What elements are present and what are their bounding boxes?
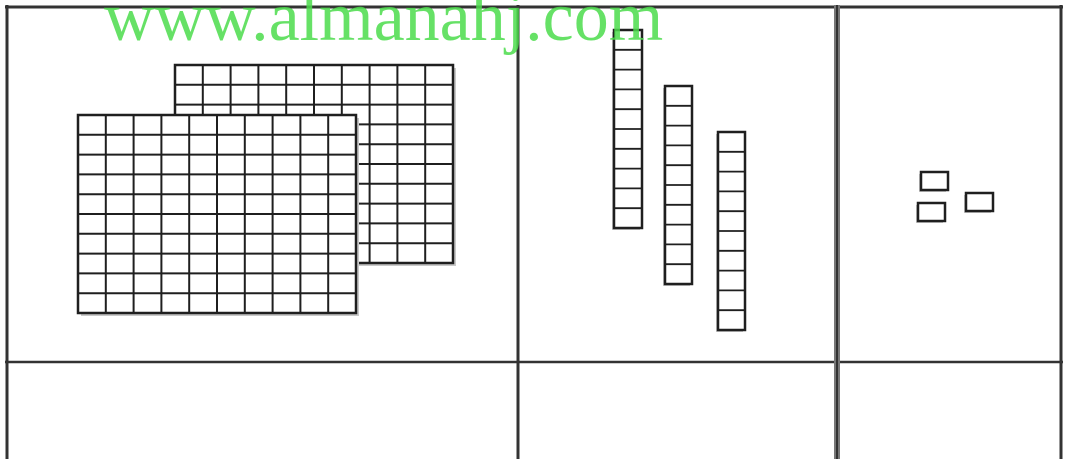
ten-rod	[716, 132, 745, 332]
one-unit	[964, 193, 993, 213]
one-unit	[919, 172, 948, 192]
one-unit	[916, 203, 945, 223]
ones-units	[916, 172, 993, 223]
ten-rod	[663, 86, 692, 286]
hundred-flat	[78, 115, 359, 316]
ten-rod	[612, 30, 642, 230]
hundreds-flats	[78, 65, 456, 316]
tens-rods	[612, 30, 745, 332]
